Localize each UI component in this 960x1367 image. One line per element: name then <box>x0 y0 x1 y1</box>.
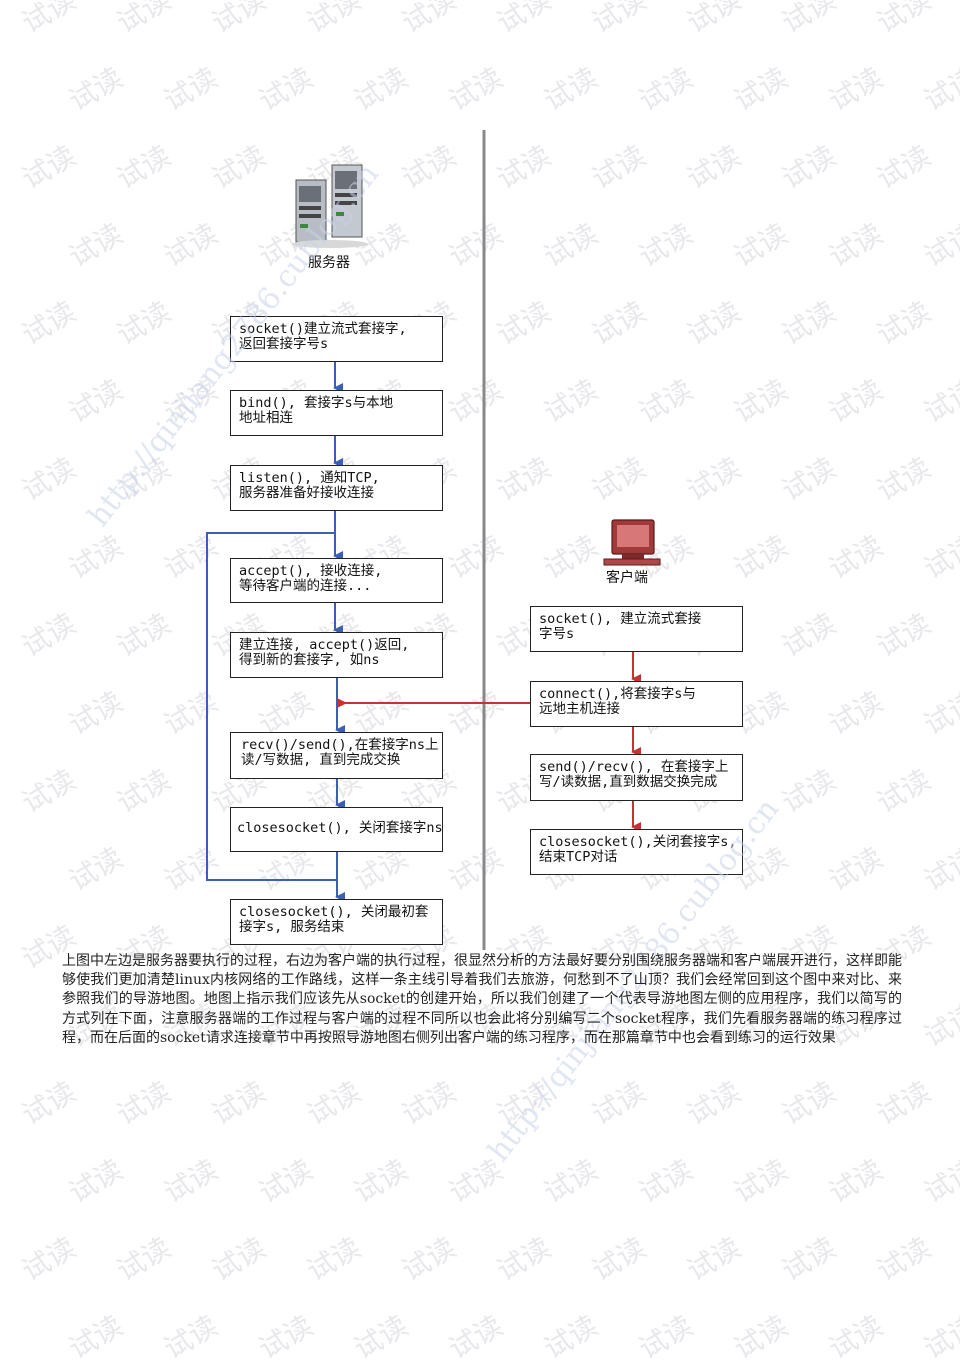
client-step-send-recv: send()/recv(), 在套接字上 写/读数据,直到数据交换完成 <box>530 754 743 801</box>
client-step-socket-line2: 字号s <box>539 626 575 642</box>
server-step-listen-line2: 服务器准备好接收连接 <box>239 485 374 501</box>
client-step-connect: connect(),将套接字s与 远地主机连接 <box>530 681 743 727</box>
server-step-closesocket-ns: closesocket(), 关闭套接字ns <box>230 807 443 852</box>
server-step-socket-line1: socket()建立流式套接字, <box>239 321 407 337</box>
client-step-closesocket: closesocket(),关闭套接字s, 结束TCP对话 <box>530 829 743 875</box>
client-step-socket-line1: socket(), 建立流式套接 <box>539 611 702 627</box>
server-step-socket-line2: 返回套接字号s <box>239 336 329 352</box>
server-step-connected-line2: 得到新的套接字, 如ns <box>239 652 380 668</box>
server-step-accept: accept(), 接收连接, 等待客户端的连接... <box>230 558 443 603</box>
server-step-connected-line1: 建立连接, accept()返回, <box>239 637 410 653</box>
client-step-closesocket-line2: 结束TCP对话 <box>539 849 618 865</box>
client-step-socket: socket(), 建立流式套接 字号s <box>530 606 743 652</box>
server-step-closesocket-s-line2: 接字s, 服务结束 <box>239 919 345 935</box>
server-step-listen: listen(), 通知TCP, 服务器准备好接收连接 <box>230 465 443 511</box>
client-step-connect-line1: connect(),将套接字s与 <box>539 686 696 702</box>
server-step-accept-line1: accept(), 接收连接, <box>239 563 383 579</box>
server-step-accept-line2: 等待客户端的连接... <box>239 578 372 594</box>
server-step-closesocket-ns-line1: closesocket(), 关闭套接字ns <box>237 820 443 836</box>
client-computer-icon <box>603 519 661 566</box>
client-label: 客户端 <box>606 570 648 586</box>
client-flow-arrows <box>337 652 641 832</box>
client-step-send-recv-line2: 写/读数据,直到数据交换完成 <box>539 774 718 790</box>
server-label: 服务器 <box>308 255 350 271</box>
client-step-connect-line2: 远地主机连接 <box>539 701 620 717</box>
server-step-bind: bind(), 套接字s与本地 地址相连 <box>230 390 443 436</box>
server-step-bind-line2: 地址相连 <box>239 410 293 426</box>
server-step-recv-send: recv()/send(),在套接字ns上 读/写数据, 直到完成交换 <box>230 732 443 779</box>
server-step-bind-line1: bind(), 套接字s与本地 <box>239 395 394 411</box>
server-step-listen-line1: listen(), 通知TCP, <box>239 470 380 486</box>
caption-paragraph: 上图中左边是服务器要执行的过程，右边为客户端的执行过程，很显然分析的方法最好要分… <box>62 953 902 1046</box>
server-step-recv-send-line2: 读/写数据, 直到完成交换 <box>241 752 401 768</box>
server-step-closesocket-s-line1: closesocket(), 关闭最初套 <box>239 904 429 920</box>
server-tower-icon <box>292 164 368 248</box>
server-step-closesocket-s: closesocket(), 关闭最初套 接字s, 服务结束 <box>230 899 443 945</box>
client-step-closesocket-line1: closesocket(),关闭套接字s, <box>539 834 737 850</box>
client-step-send-recv-line1: send()/recv(), 在套接字上 <box>539 759 729 775</box>
server-step-recv-send-line1: recv()/send(),在套接字ns上 <box>241 737 439 753</box>
server-step-socket: socket()建立流式套接字, 返回套接字号s <box>230 316 443 362</box>
server-step-connected: 建立连接, accept()返回, 得到新的套接字, 如ns <box>230 632 443 678</box>
